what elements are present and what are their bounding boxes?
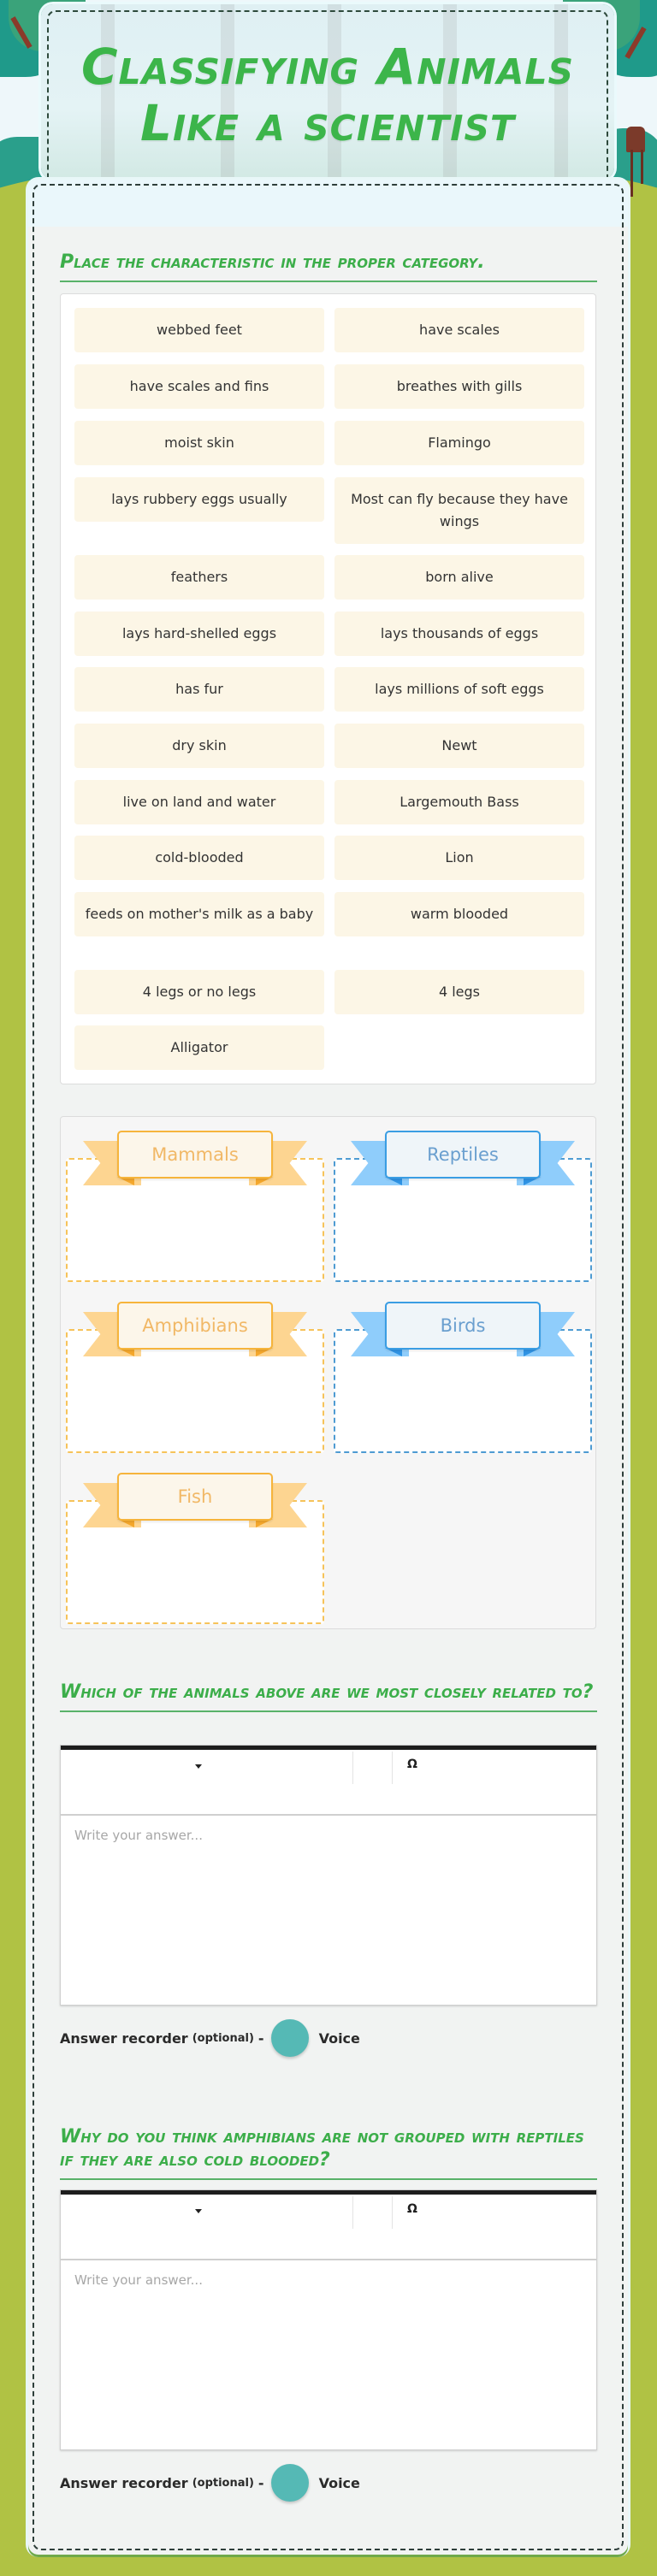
special-character-button[interactable]: Ω [407,1758,417,1771]
title-line-2: Like a scientist [139,94,516,152]
drag-item[interactable]: have scales and fins [74,364,324,409]
ribbon-fold [256,1348,273,1356]
tree-trunk [328,4,341,180]
question-2-answer-recorder: Answer recorder (optional) - Voice [60,2464,360,2502]
ribbon-fold [117,1177,134,1185]
tree-trunk [221,4,234,180]
title-card-dashed-border [47,10,608,180]
question-2-heading: Why do you think amphibians are not grou… [60,2125,597,2180]
editor-toolbar: Ω [61,2195,596,2260]
toolbar-divider [352,1752,353,1784]
question-1-answer-recorder: Answer recorder (optional) - Voice [60,2019,360,2057]
category-mammals: Mammals [66,1124,324,1282]
drag-item[interactable]: moist skin [74,421,324,465]
drag-item[interactable]: Flamingo [334,421,584,465]
answer-textarea[interactable] [61,1816,596,2005]
category-label: Reptiles [385,1131,541,1179]
drag-item[interactable]: Newt [334,724,584,768]
caret-down-icon [195,2209,202,2213]
drag-item[interactable]: cold-blooded [74,836,324,880]
drag-item[interactable]: has fur [74,667,324,712]
category-label: Amphibians [117,1302,273,1350]
draggable-items-pool: webbed feet have scales have scales and … [60,293,596,1084]
question-1-heading: Which of the animals above are we most c… [60,1681,597,1712]
toolbar-divider [352,2196,353,2229]
ribbon-fold [524,1348,541,1356]
question-2-editor: Ω [60,2189,597,2450]
drag-item[interactable]: have scales [334,308,584,352]
deer-illustration [626,127,645,152]
format-dropdown[interactable] [61,2195,352,2229]
title-card-forest [41,4,614,180]
recorder-dash: - [257,2029,264,2047]
ribbon-fold [117,1348,134,1356]
drag-item[interactable]: live on land and water [74,780,324,824]
drag-item[interactable]: Alligator [74,1025,324,1070]
editor-toolbar: Ω [61,1750,596,1816]
drag-item[interactable]: born alive [334,555,584,600]
recorder-label: Answer recorder [60,2474,188,2491]
drag-item[interactable]: lays rubbery eggs usually [74,477,324,522]
ribbon-fold [256,1177,273,1185]
editor-top-bar [61,2190,596,2195]
category-label: Birds [385,1302,541,1350]
drag-item[interactable]: Most can fly because they have wings [334,477,584,544]
caret-down-icon [195,1764,202,1769]
category-reptiles: Reptiles [334,1124,592,1282]
worksheet-top-band [28,180,628,227]
category-birds: Birds [334,1295,592,1453]
title-line-1: Classifying Animals [80,38,575,96]
drag-item[interactable]: feathers [74,555,324,600]
ribbon-fold [385,1177,402,1185]
tree-trunk [101,4,115,180]
question-1-editor: Ω [60,1745,597,2006]
ribbon-fold [385,1348,402,1356]
ribbon-fold [524,1177,541,1185]
recorder-dash: - [257,2474,264,2491]
sort-question-heading: Place the characteristic in the proper c… [60,251,597,282]
category-amphibians: Amphibians [66,1295,324,1453]
deer-leg [641,150,643,184]
deer-leg [630,150,633,197]
toolbar-divider [392,1752,393,1784]
recorder-optional-label: (optional) [192,2476,254,2490]
drag-item[interactable]: Lion [334,836,584,880]
drag-item[interactable]: warm blooded [334,892,584,936]
tree-trunk [443,4,457,180]
categories-area: Mammals Reptiles Amphibians Birds Fish [60,1116,596,1629]
category-fish: Fish [66,1466,324,1624]
toolbar-divider [392,2196,393,2229]
drag-item[interactable]: feeds on mother's milk as a baby [74,892,324,936]
drag-item[interactable]: webbed feet [74,308,324,352]
format-dropdown[interactable] [61,1750,352,1784]
recorder-optional-label: (optional) [192,2031,254,2045]
category-label: Fish [117,1473,273,1521]
ribbon-fold [256,1519,273,1527]
drag-item[interactable]: Largemouth Bass [334,780,584,824]
drag-item[interactable]: lays hard-shelled eggs [74,612,324,656]
voice-record-button[interactable] [270,2464,309,2502]
drag-item[interactable]: dry skin [74,724,324,768]
special-character-button[interactable]: Ω [407,2202,417,2216]
voice-record-button[interactable] [270,2019,309,2057]
editor-top-bar [61,1746,596,1750]
category-label: Mammals [117,1131,273,1179]
drag-item[interactable]: breathes with gills [334,364,584,409]
drag-item[interactable]: 4 legs [334,970,584,1014]
title-card: Classifying Animals Like a scientist [41,4,614,180]
tree-trunk [554,4,568,180]
answer-textarea[interactable] [61,2260,596,2449]
drag-item[interactable]: lays millions of soft eggs [334,667,584,712]
voice-label: Voice [318,2474,360,2491]
voice-label: Voice [318,2029,360,2047]
ribbon-fold [117,1519,134,1527]
page-title: Classifying Animals Like a scientist [41,38,614,151]
drag-item[interactable]: lays thousands of eggs [334,612,584,656]
recorder-label: Answer recorder [60,2029,188,2047]
drag-item[interactable]: 4 legs or no legs [74,970,324,1014]
